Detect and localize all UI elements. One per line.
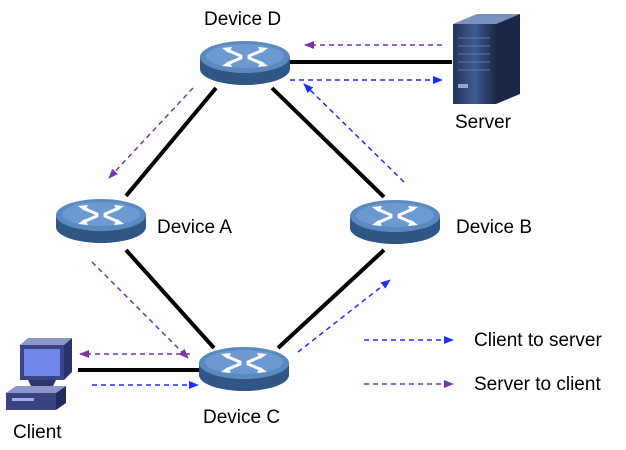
legend-server-to-client-label: Server to client xyxy=(474,374,601,395)
link-d-b xyxy=(270,86,386,199)
desktop-computer-icon[interactable] xyxy=(6,338,72,410)
device-d-label: Device D xyxy=(204,9,282,30)
flow-a-c-purple xyxy=(91,261,189,359)
server-tower-icon[interactable] xyxy=(453,14,520,104)
device-d-router-icon[interactable] xyxy=(198,39,292,87)
link-a-c xyxy=(124,248,216,350)
client-label: Client xyxy=(13,422,62,443)
flow-c-b-blue xyxy=(297,279,391,353)
server-to-client-path xyxy=(79,41,454,388)
device-c-router-icon[interactable] xyxy=(197,345,291,393)
device-c-label: Device C xyxy=(203,407,281,428)
device-a-label: Device A xyxy=(157,217,232,238)
device-a-router-icon[interactable] xyxy=(54,197,148,245)
device-b-router-icon[interactable] xyxy=(348,198,442,246)
links xyxy=(78,60,452,372)
legend-client-to-server-label: Client to server xyxy=(474,330,602,351)
server-label: Server xyxy=(455,112,511,133)
device-b-label: Device B xyxy=(456,217,533,238)
link-b-c xyxy=(276,248,386,350)
client-to-server-path xyxy=(92,76,454,389)
link-d-a xyxy=(124,86,218,198)
flow-d-a-purple xyxy=(108,87,194,179)
